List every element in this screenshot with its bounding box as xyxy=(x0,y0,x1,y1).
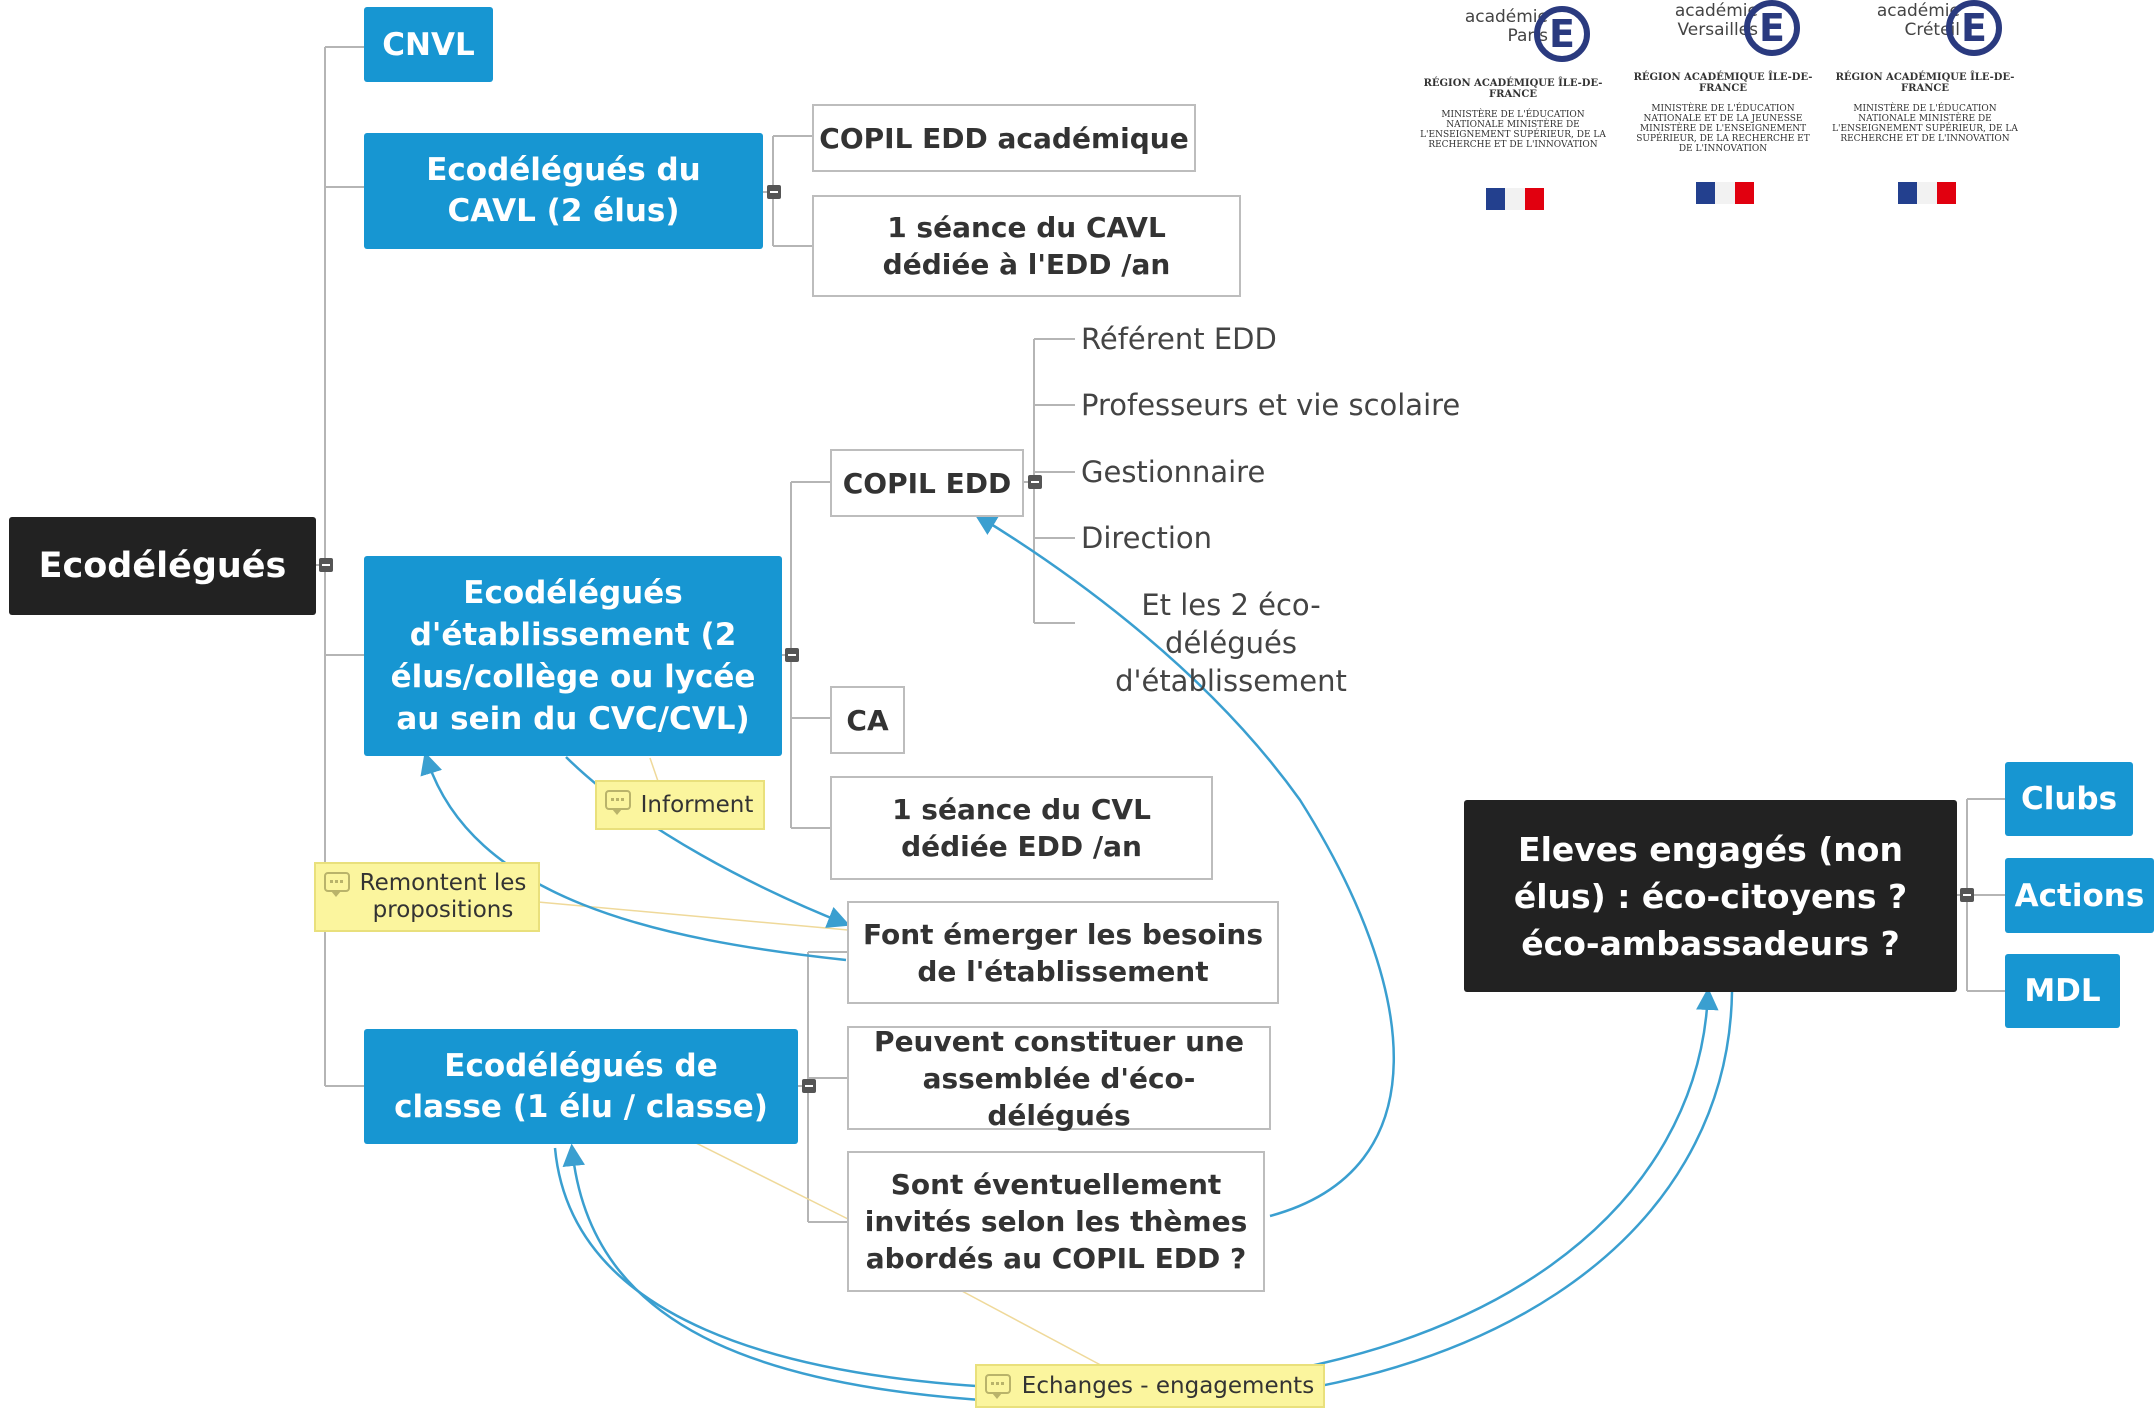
logo-region: RÉGION ACADÉMIQUE ÎLE-DE-FRANCE xyxy=(1835,72,2015,94)
comment-icon xyxy=(324,872,350,897)
collapse-etablissement-button[interactable] xyxy=(785,648,799,662)
etablissement-label: Ecodélégués d'établissement (2 élus/coll… xyxy=(390,575,756,737)
root-label: Ecodélégués xyxy=(38,546,287,586)
besoins-label: Font émerger les besoins de l'établissem… xyxy=(863,917,1263,988)
logo-region: RÉGION ACADÉMIQUE ÎLE-DE-FRANCE xyxy=(1423,78,1603,100)
collapse-copil-edd-button[interactable] xyxy=(1028,475,1042,489)
note-informent-text: Informent xyxy=(640,791,754,818)
mdl-label: MDL xyxy=(2024,973,2101,1009)
logo-academie-name: académie Créteil xyxy=(1876,1,1960,40)
invites-node[interactable]: Sont éventuellement invités selon les th… xyxy=(847,1151,1265,1292)
comment-icon xyxy=(985,1374,1011,1399)
besoins-node[interactable]: Font émerger les besoins de l'établissem… xyxy=(847,901,1279,1004)
collapse-cavl-button[interactable] xyxy=(767,185,781,199)
etablissement-node[interactable]: Ecodélégués d'établissement (2 élus/coll… xyxy=(364,556,782,756)
seance-cavl-node[interactable]: 1 séance du CAVL dédiée à l'EDD /an xyxy=(812,195,1241,297)
seance-cvl-node[interactable]: 1 séance du CVL dédiée EDD /an xyxy=(830,776,1213,880)
invites-label: Sont éventuellement invités selon les th… xyxy=(864,1168,1248,1275)
assemblee-label: Peuvent constituer une assemblée d'éco-d… xyxy=(874,1024,1244,1132)
arrow-remontent xyxy=(420,751,847,962)
clubs-node[interactable]: Clubs xyxy=(2005,762,2133,836)
copil-member-professeurs: Professeurs et vie scolaire xyxy=(1081,388,1461,422)
note-informent[interactable]: Informent xyxy=(595,780,765,830)
logo-academie-versailles: académie Versailles E RÉGION ACADÉMIQUE … xyxy=(1628,0,1818,210)
copil-member-direction: Direction xyxy=(1081,521,1213,555)
logo-academie-paris: académie Paris E RÉGION ACADÉMIQUE ÎLE-D… xyxy=(1418,6,1608,216)
actions-label: Actions xyxy=(2014,877,2145,914)
academie-e-icon: E xyxy=(1946,0,2002,56)
copil-member-referent: Référent EDD xyxy=(1081,322,1277,356)
assemblee-node[interactable]: Peuvent constituer une assemblée d'éco-d… xyxy=(847,1025,1271,1132)
copil-edd-node[interactable]: COPIL EDD xyxy=(830,449,1024,517)
collapse-engages-button[interactable] xyxy=(1960,888,1974,902)
seance-cavl-label: 1 séance du CAVL dédiée à l'EDD /an xyxy=(882,211,1171,281)
academie-e-icon: E xyxy=(1744,0,1800,56)
actions-node[interactable]: Actions xyxy=(2005,858,2154,933)
arrow-invites-copil xyxy=(974,513,1395,1218)
logo-academie-name: académie Versailles xyxy=(1674,1,1758,40)
classe-node[interactable]: Ecodélégués de classe (1 élu / classe) xyxy=(364,1029,798,1144)
engages-label: Eleves engagés (non élus) : éco-citoyens… xyxy=(1513,829,1908,963)
note-remontent-text: Remontent les propositions xyxy=(359,870,527,923)
collapse-classe-button[interactable] xyxy=(802,1079,816,1093)
copil-edd-label: COPIL EDD xyxy=(842,466,1012,500)
comment-icon xyxy=(605,790,631,815)
republique-flag-icon xyxy=(1898,182,1956,204)
republique-flag-icon xyxy=(1696,182,1754,204)
logo-academie-creteil: académie Créteil E RÉGION ACADÉMIQUE ÎLE… xyxy=(1830,0,2020,210)
note-echanges[interactable]: Echanges - engagements xyxy=(975,1364,1325,1408)
note-remontent[interactable]: Remontent les propositions xyxy=(314,862,540,932)
cavl-node[interactable]: Ecodélégués du CAVL (2 élus) xyxy=(364,133,763,249)
cnvl-node[interactable]: CNVL xyxy=(364,7,493,82)
classe-label: Ecodélégués de classe (1 élu / classe) xyxy=(394,1047,768,1125)
seance-cvl-label: 1 séance du CVL dédiée EDD /an xyxy=(892,793,1151,863)
cavl-label: Ecodélégués du CAVL (2 élus) xyxy=(426,152,701,229)
engages-node[interactable]: Eleves engagés (non élus) : éco-citoyens… xyxy=(1464,800,1957,992)
ca-label: CA xyxy=(846,703,889,737)
republique-flag-icon xyxy=(1486,188,1544,210)
note-echanges-text: Echanges - engagements xyxy=(1021,1372,1315,1399)
collapse-root-button[interactable] xyxy=(319,558,333,572)
copil-member-ecodelegues: Et les 2 éco-délégués d'établissement xyxy=(1115,588,1347,698)
academie-e-icon: E xyxy=(1534,6,1590,62)
logo-ministere: MINISTÈRE DE L'ÉDUCATION NATIONALE MINIS… xyxy=(1832,104,2018,144)
root-node[interactable]: Ecodélégués xyxy=(9,517,316,615)
copil-academique-label: COPIL EDD académique xyxy=(819,121,1189,155)
copil-academique-node[interactable]: COPIL EDD académique xyxy=(812,104,1196,172)
logo-region: RÉGION ACADÉMIQUE ÎLE-DE-FRANCE xyxy=(1633,72,1813,94)
logo-ministere: MINISTÈRE DE L'ÉDUCATION NATIONALE MINIS… xyxy=(1420,110,1606,150)
cnvl-label: CNVL xyxy=(382,26,475,63)
logo-academie-name: académie Paris xyxy=(1464,7,1548,46)
logo-ministere: MINISTÈRE DE L'ÉDUCATION NATIONALE ET DE… xyxy=(1636,104,1810,154)
copil-member-gestionnaire: Gestionnaire xyxy=(1081,455,1266,489)
clubs-label: Clubs xyxy=(2020,781,2118,817)
ca-node[interactable]: CA xyxy=(830,686,905,754)
mdl-node[interactable]: MDL xyxy=(2005,954,2120,1028)
